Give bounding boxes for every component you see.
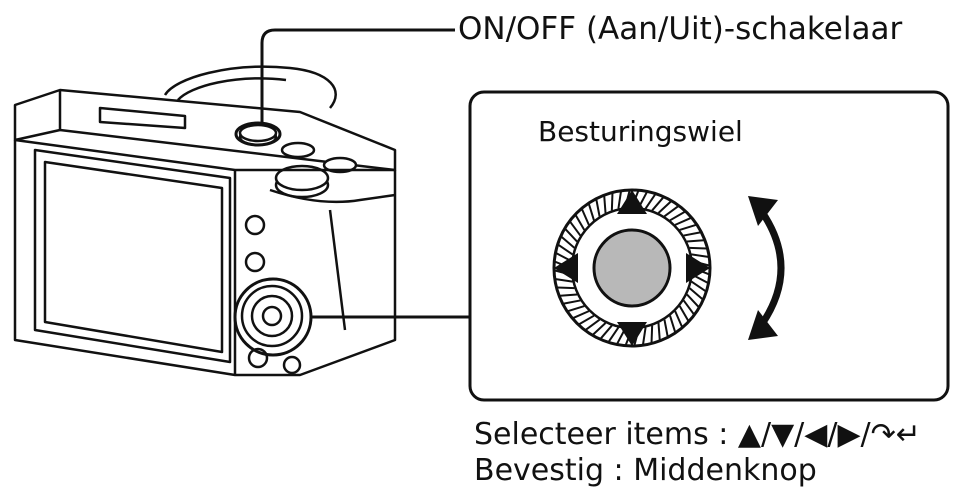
wheel-serration [674, 217, 692, 226]
power-switch-callout-line [260, 28, 455, 122]
camera-illustration [13, 65, 397, 377]
wheel-serration [674, 310, 683, 328]
wheel-highlight [233, 277, 313, 357]
wheel-serration [669, 315, 676, 333]
wheel-serration [560, 293, 578, 297]
wheel-serration [595, 199, 601, 217]
wheel-serration [657, 322, 661, 340]
up-arrow-icon [617, 190, 647, 214]
wheel-serration [585, 318, 601, 331]
wheel-serration [560, 236, 576, 249]
wheel-serration [569, 221, 582, 237]
wheel-serration [691, 253, 709, 258]
power-switch-label: ON/OFF (Aan/Uit)-schakelaar [458, 11, 903, 47]
wheel-serration [686, 293, 700, 308]
wheel-serration [588, 203, 595, 221]
wheel-serration [644, 193, 656, 210]
wheel-serration [572, 310, 590, 319]
wheel-serration [563, 299, 581, 305]
wheel-serration [678, 305, 690, 322]
wheel-serration [581, 208, 590, 226]
down-arrow-icon [617, 322, 647, 346]
wheel-serration [679, 224, 697, 231]
confirm-caption: Bevestig : Middenknop [474, 453, 817, 488]
right-arrow-icon [686, 253, 710, 283]
wheel-serration [555, 278, 573, 283]
wheel-serration [682, 299, 695, 315]
wheel-serration [617, 191, 622, 209]
wheel-serration [683, 231, 701, 237]
wheel-serration [657, 200, 672, 214]
wheel-serration [650, 325, 654, 343]
wheel-serration [610, 193, 614, 211]
wheel-serration [564, 228, 578, 243]
wheel-serration [690, 280, 707, 292]
control-wheel-title: Besturingswiel [538, 115, 743, 148]
select-items-caption: Selecteer items : ▲/▼/◀/▶/↷↵ [474, 417, 921, 452]
wheel-serration [557, 286, 575, 290]
wheel-serration [600, 324, 613, 340]
wheel-serration [642, 327, 647, 345]
wheel-serration [603, 196, 607, 214]
wheel-serration [578, 314, 595, 326]
rotate-arrow-icon [748, 196, 785, 340]
wheel-serration [663, 205, 679, 218]
wheel-serration [688, 287, 704, 300]
control-wheel-icon [552, 188, 712, 348]
wheel-serration [567, 305, 585, 312]
wheel-serration [686, 239, 704, 243]
wheel-serration [663, 319, 669, 337]
wheel-serration [669, 210, 686, 222]
wheel-serration [557, 244, 574, 256]
wheel-serration [689, 246, 707, 250]
wheel-serration [651, 196, 664, 212]
wheel-serration [608, 326, 620, 343]
wheel-serration [592, 322, 607, 336]
left-arrow-icon [554, 253, 578, 283]
wheel-serration [574, 214, 586, 231]
